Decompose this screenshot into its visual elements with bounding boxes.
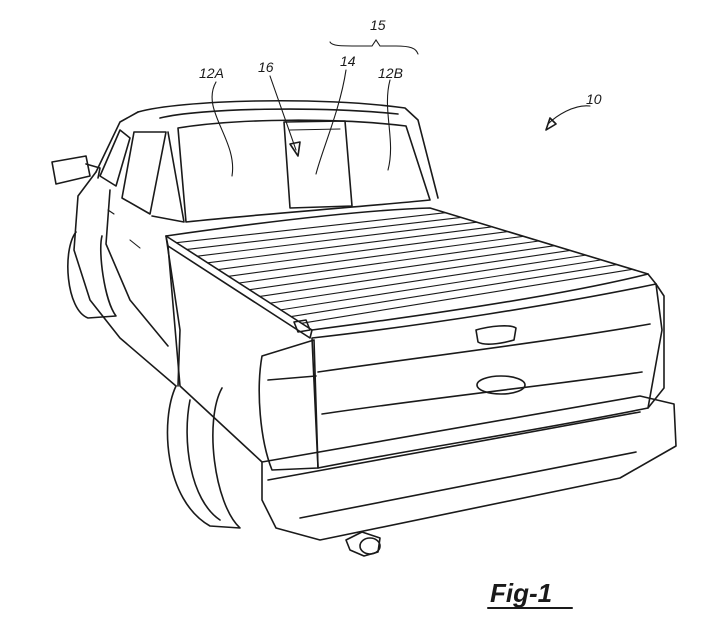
side-mirror	[52, 156, 100, 184]
label-16: 16	[258, 59, 274, 75]
rear-bumper	[262, 396, 676, 556]
rear-window	[178, 120, 430, 222]
tailgate-emblem	[477, 376, 525, 394]
left-tail-lamp	[259, 340, 318, 470]
cover-slats	[176, 213, 632, 324]
leader-12a	[212, 82, 233, 176]
cover-slat	[218, 232, 508, 270]
label-10: 10	[586, 91, 602, 107]
cover-slat	[197, 222, 476, 256]
label-15: 15	[370, 17, 386, 33]
figure-caption: Fig-1	[490, 578, 552, 608]
cover-slat	[208, 227, 493, 263]
truck-side	[68, 172, 180, 386]
sliding-window-panel	[284, 121, 352, 208]
bracket-15	[330, 40, 418, 54]
cover-slat	[187, 217, 461, 249]
label-14: 14	[340, 53, 356, 69]
cover-slat	[302, 269, 633, 323]
label-12b: 12B	[378, 65, 403, 81]
cab	[96, 101, 438, 222]
leader-16	[270, 76, 296, 150]
arrowhead-10	[546, 118, 556, 130]
tonneau-cover	[166, 208, 656, 338]
cover-slat	[281, 260, 602, 310]
label-12a: 12A	[199, 65, 224, 81]
right-tail-lamp	[648, 284, 664, 408]
tailgate-handle	[476, 326, 516, 344]
arrowhead-16	[290, 142, 300, 156]
